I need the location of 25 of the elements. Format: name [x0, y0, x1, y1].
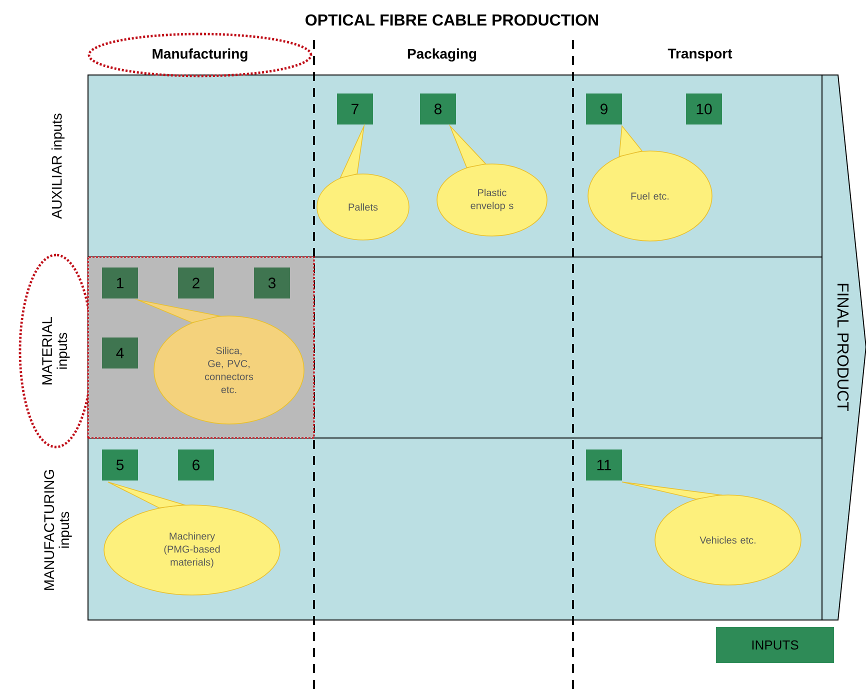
node-label: FINAL PRODUCT — [837, 284, 849, 412]
number-square: 10 — [686, 94, 722, 124]
number-square: 9 — [586, 94, 622, 124]
number-square: 5 — [102, 450, 138, 480]
number-square: 6 — [178, 450, 214, 480]
speech-bubble: Plastic envelop s — [436, 124, 548, 236]
inputs-box: INPUTS — [716, 627, 834, 663]
number-square: 1 — [102, 268, 138, 298]
number-square: 7 — [337, 94, 373, 124]
speech-bubble: Pallets — [316, 123, 410, 240]
column-header: Packaging — [408, 48, 476, 62]
number-square: 8 — [420, 94, 456, 124]
speech-bubble: Vehicles etc. — [622, 482, 802, 586]
column-header: Transport — [668, 48, 732, 62]
row-label: MANUFACTURING inputs — [44, 470, 72, 590]
speech-bubble: Fuel etc. — [588, 124, 712, 242]
title: OPTICAL FIBRE CABLE PRODUCTION — [306, 14, 598, 26]
number-square: 4 — [102, 338, 138, 368]
speech-bubble: Silica, Ge, PVC, connectors etc. — [134, 298, 304, 424]
row-label: AUXILIAR inputs — [51, 114, 65, 219]
number-square: 3 — [254, 268, 290, 298]
column-header: Manufacturing — [88, 32, 312, 78]
speech-bubble: Machinery (PMG-based materials) — [104, 482, 280, 596]
number-square: 2 — [178, 268, 214, 298]
number-square: 11 — [586, 450, 622, 480]
